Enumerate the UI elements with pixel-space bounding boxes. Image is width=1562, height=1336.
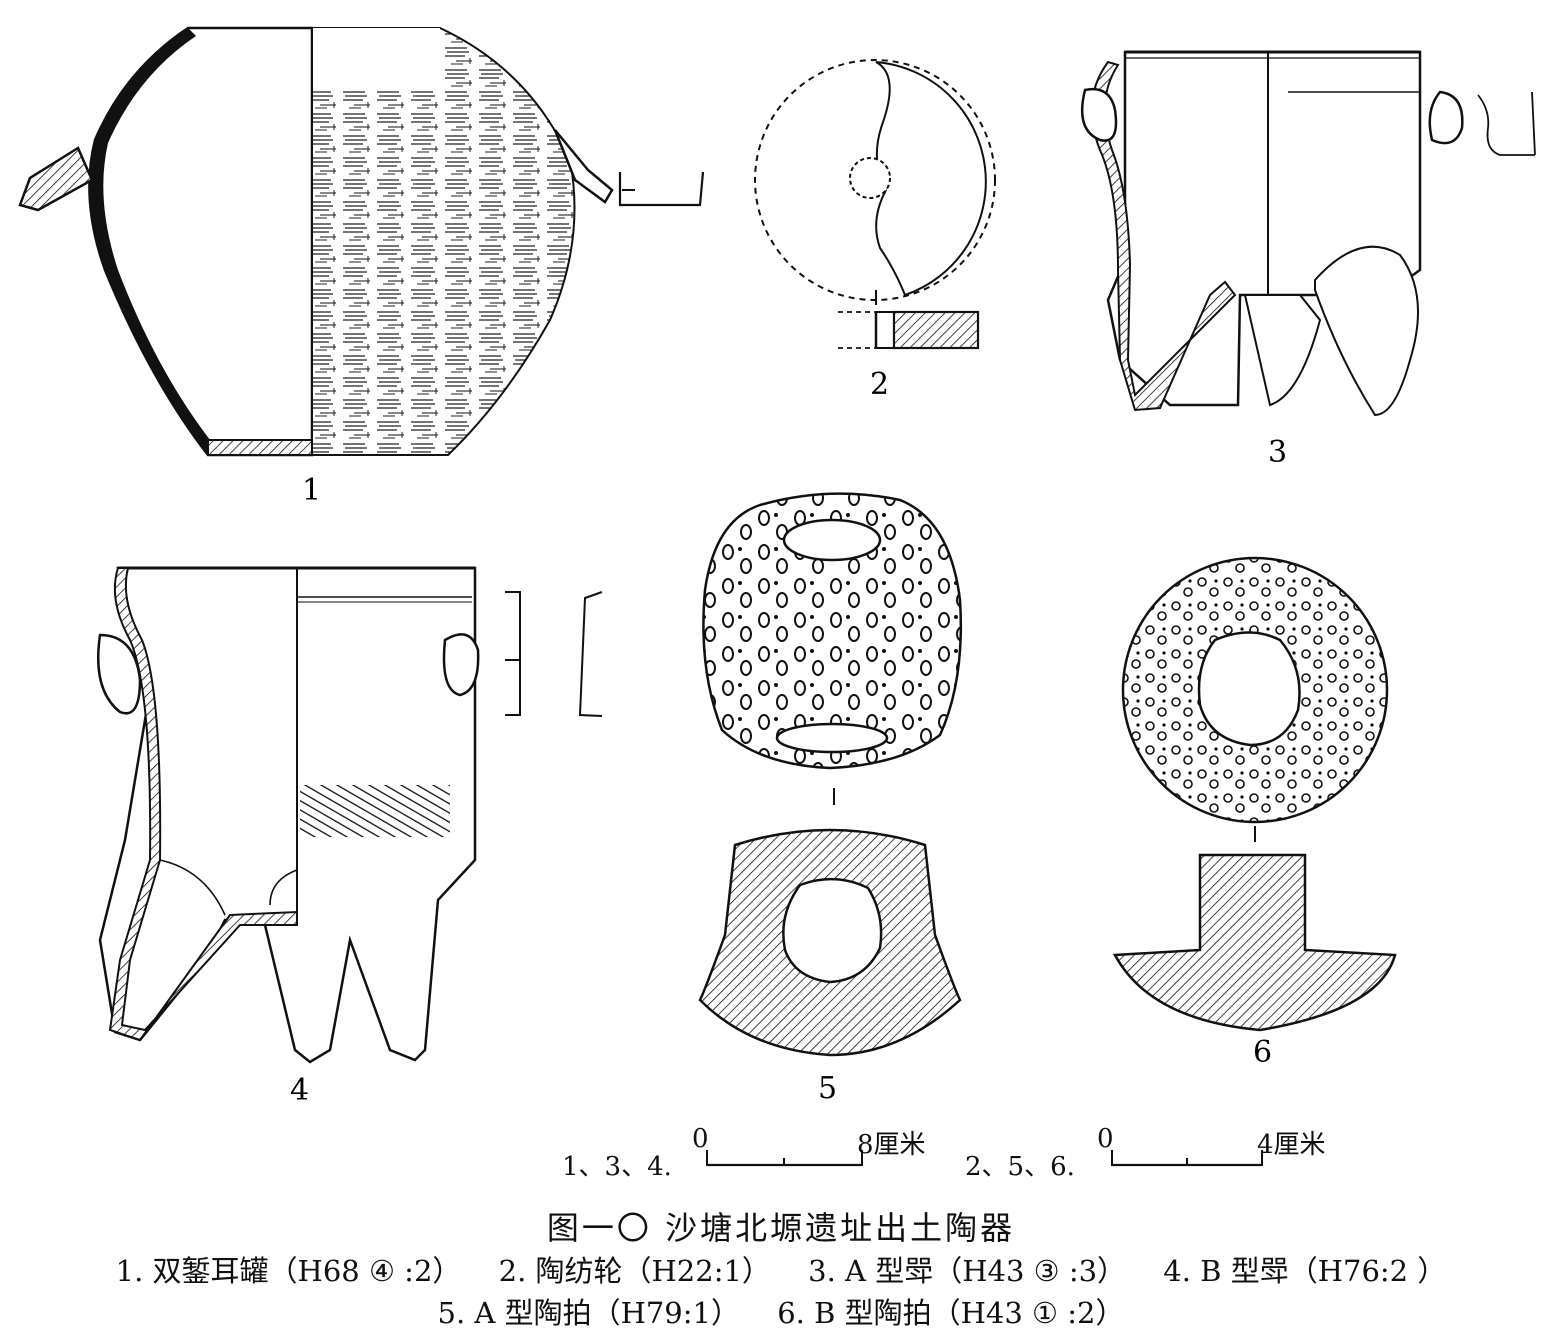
label-6: 6 (1253, 1035, 1272, 1070)
jar-drawing (18, 26, 705, 457)
caption-line-2: 5. A 型陶拍（H79:1） 6. B 型陶拍（H43 ① :2） (0, 1290, 1562, 1332)
caption-line-1: 1. 双錾耳罐（H68 ④ :2） 2. 陶纺轮（H22:1） 3. A 型斝（… (0, 1248, 1562, 1290)
jia-b-drawing (96, 566, 603, 1064)
paddle-a-drawing (698, 492, 963, 1057)
label-3: 3 (1268, 435, 1287, 470)
scale-bar-8cm (706, 1150, 863, 1167)
caption-item-5: 5. A 型陶拍（H79:1） (437, 1296, 740, 1330)
label-2: 2 (870, 367, 889, 402)
figure-title: 图一〇 沙塘北塬遗址出土陶器 (546, 1209, 1016, 1247)
label-5: 5 (818, 1071, 837, 1106)
spindle-whorl-drawing (754, 59, 996, 350)
caption-item-2: 2. 陶纺轮（H22:1） (498, 1254, 771, 1288)
label-4: 4 (290, 1073, 309, 1108)
caption-item-1: 1. 双錾耳罐（H68 ④ :2） (115, 1254, 462, 1288)
scale-bar-4cm (1111, 1150, 1263, 1167)
paddle-b-drawing (1112, 556, 1397, 1032)
caption-item-6: 6. B 型陶拍（H43 ① :2） (777, 1296, 1125, 1330)
label-1: 1 (302, 473, 321, 508)
scale-1-applies: 1、3、4. (562, 1152, 672, 1182)
scale-2-applies: 2、5、6. (965, 1152, 1075, 1182)
jia-a-drawing (1080, 50, 1536, 417)
caption-item-3: 3. A 型斝（H43 ③ :3） (808, 1254, 1127, 1288)
scale-2-zero: 0 (1097, 1124, 1114, 1154)
scale-2-end: 4厘米 (1257, 1130, 1326, 1160)
scale-1-end: 8厘米 (857, 1130, 926, 1160)
scale-1-zero: 0 (692, 1124, 709, 1154)
caption-item-4: 4. B 型斝（H76:2 ） (1163, 1254, 1447, 1288)
